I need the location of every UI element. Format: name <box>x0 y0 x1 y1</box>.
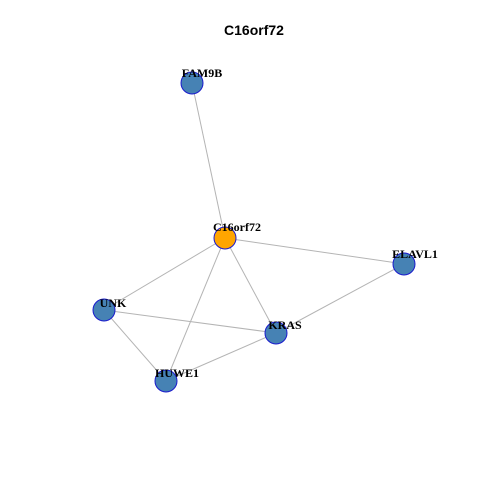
edge-c16orf72-unk <box>103 237 226 311</box>
node-label-elavl1: ELAVL1 <box>392 247 438 261</box>
node-label-c16orf72: C16orf72 <box>213 220 261 234</box>
edge-c16orf72-kras <box>224 237 277 334</box>
node-kras <box>264 321 288 345</box>
node-huwe1 <box>154 369 178 393</box>
edge-c16orf72-huwe1 <box>165 237 226 382</box>
node-elavl1 <box>392 252 416 276</box>
edge-fam9b-c16orf72 <box>191 82 226 239</box>
node-unk <box>92 298 116 322</box>
node-label-kras: KRAS <box>268 318 302 332</box>
node-label-fam9b: FAM9B <box>182 66 222 80</box>
edge-unk-kras <box>103 309 277 334</box>
edges-layer <box>103 82 405 382</box>
node-label-huwe1: HUWE1 <box>155 366 199 380</box>
edge-unk-huwe1 <box>103 309 167 382</box>
edge-kras-huwe1 <box>165 332 277 382</box>
node-label-unk: UNK <box>100 296 127 310</box>
nodes-layer <box>92 71 416 393</box>
node-c16orf72 <box>213 226 237 250</box>
diagram-title: C16orf72 <box>224 22 284 38</box>
edge-elavl1-kras <box>275 263 405 334</box>
node-fam9b <box>180 71 204 95</box>
edge-c16orf72-elavl1 <box>224 237 405 265</box>
